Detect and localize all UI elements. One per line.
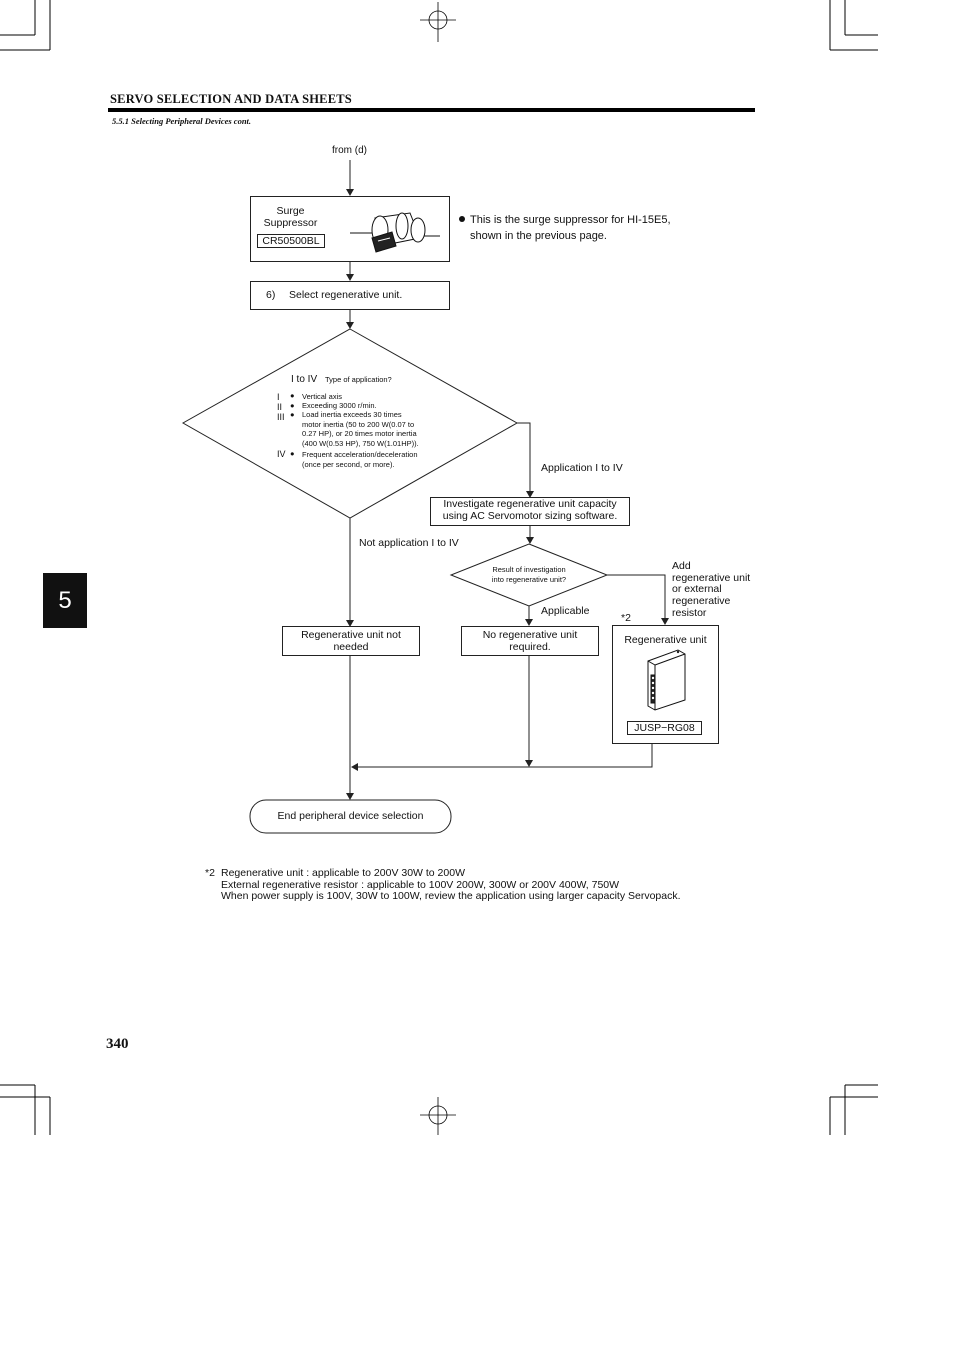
page-number: 340	[106, 1036, 129, 1052]
application-label: Application I to IV	[541, 462, 623, 474]
surge-suppressor-box	[250, 196, 450, 262]
crop-mark-top-right	[830, 0, 878, 50]
surge-note: This is the surge suppressor for HI-15E5…	[470, 214, 671, 242]
footnote-mark: *2	[205, 867, 215, 879]
section-title: SERVO SELECTION AND DATA SHEETS	[110, 92, 352, 106]
footnote-line-3: When power supply is 100V, 30W to 100W, …	[221, 890, 681, 902]
decision-2-text: Result of investigation into regenerativ…	[491, 565, 567, 584]
add-regenerative-label: Add regenerative unit or external regene…	[672, 560, 751, 619]
decision-heading: I to IV	[291, 374, 318, 385]
from-label: from (d)	[332, 145, 367, 156]
decision-item-text: Frequent acceleration/deceleration (once…	[302, 450, 418, 469]
bullet-dot-icon	[459, 216, 465, 222]
registration-mark-icon	[420, 1097, 456, 1135]
end-terminator-shape	[250, 800, 451, 833]
applicable-label: Applicable	[541, 605, 590, 617]
crop-mark-bottom-left	[0, 1085, 50, 1135]
not-needed-text: Regenerative unit not needed	[301, 629, 401, 653]
footnote-line-1: Regenerative unit : applicable to 200V 3…	[221, 867, 465, 879]
bullet-dot-icon: ●	[290, 449, 295, 458]
decision-item-text: Vertical axis	[302, 392, 343, 401]
no-regen-box	[461, 626, 599, 656]
surge-suppressor-icon	[350, 213, 440, 252]
bullet-dot-icon: ●	[290, 401, 295, 410]
end-text: End peripheral device selection	[277, 810, 424, 822]
regen-unit-model: JUSP−RG08	[627, 721, 702, 735]
not-needed-box	[282, 626, 420, 656]
header-rule	[108, 108, 755, 112]
step-6-number: 6)	[266, 289, 276, 301]
decision-item-text: Exceeding 3000 r/min.	[302, 401, 377, 410]
investigate-box	[430, 497, 630, 526]
surge-model-label: CR50500BL	[257, 234, 325, 248]
decision-item-roman: I	[277, 392, 280, 402]
bullet-dot-icon: ●	[290, 391, 295, 400]
decision-item-roman: III	[277, 412, 285, 422]
investigate-text: Investigate regenerative unit capacity u…	[442, 498, 618, 522]
no-regen-text: No regenerative unit required.	[482, 629, 578, 653]
footnote-line-2: External regenerative resistor : applica…	[221, 879, 620, 891]
decision-item-roman: II	[277, 402, 283, 412]
surge-suppressor-title: Surge Suppressor	[263, 205, 318, 229]
crop-mark-bottom-right	[830, 1085, 878, 1135]
chapter-number: 5	[58, 587, 72, 614]
step-6-text: Select regenerative unit.	[289, 289, 403, 301]
regenerative-unit-icon	[648, 650, 685, 710]
decision-item-text: Load inertia exceeds 30 times motor iner…	[302, 410, 419, 448]
bullet-dot-icon: ●	[290, 410, 295, 419]
crop-mark-top-left	[0, 0, 50, 50]
step-6-box	[250, 281, 450, 310]
registration-mark-icon	[420, 2, 456, 42]
decision-subheading: Type of application?	[325, 375, 392, 384]
decision-item-roman: IV	[277, 449, 286, 459]
chapter-tab: 5	[43, 573, 87, 628]
regen-unit-title: Regenerative unit	[624, 634, 707, 646]
not-application-label: Not application I to IV	[359, 537, 459, 549]
regen-unit-box	[612, 625, 719, 744]
footnote-mark-2: *2	[621, 612, 631, 624]
subsection-title: 5.5.1 Selecting Peripheral Devices cont.	[112, 116, 252, 126]
